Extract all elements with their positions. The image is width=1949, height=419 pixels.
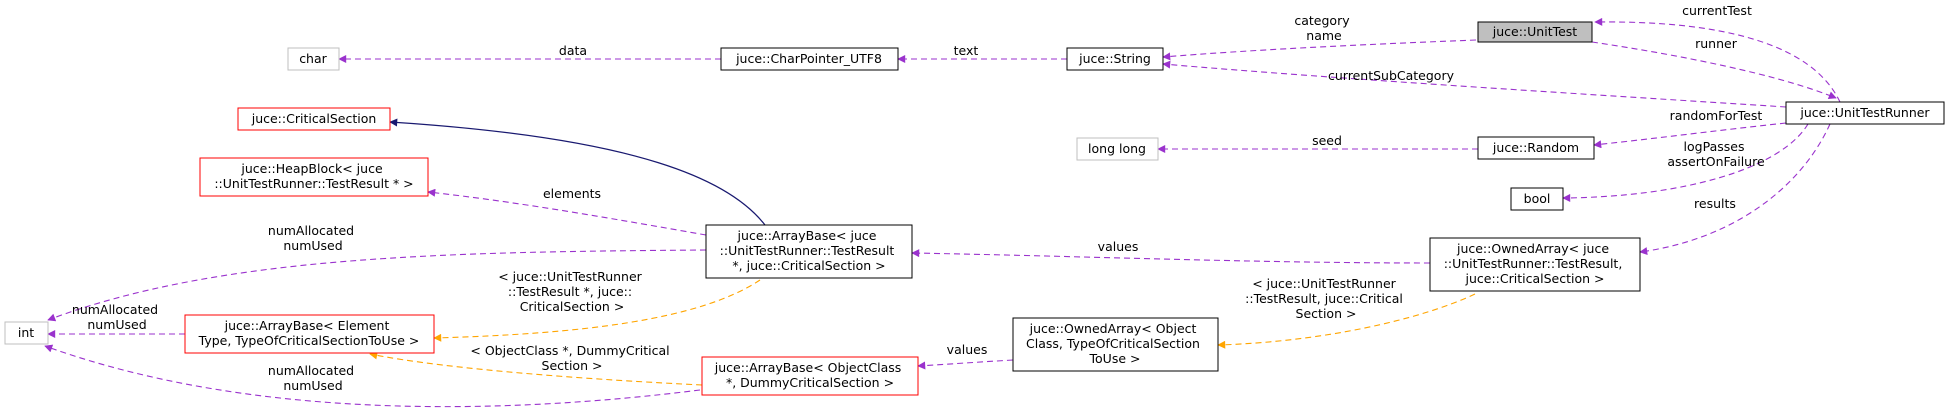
edge-label-randomfortest: randomForTest [1670, 108, 1763, 123]
edge-elements [427, 188, 707, 236]
edge-label-results: results [1694, 196, 1736, 211]
edge-label-logpasses: logPasses assertOnFailure [1667, 139, 1765, 169]
edge-label-template-arraybase-dummy: < ObjectClass *, DummyCritical Section > [470, 343, 673, 373]
svg-text:juce::UnitTest: juce::UnitTest [1492, 24, 1578, 39]
edge-label-seed: seed [1312, 133, 1342, 148]
edge-values-top [911, 249, 1431, 264]
edge-label-currentsubcategory: currentSubCategory [1328, 68, 1455, 83]
node-arraybase-testresult[interactable]: juce::ArrayBase< juce ::UnitTestRunner::… [705, 224, 913, 279]
svg-text:juce::OwnedArray< juce: juce::OwnedArray< juce ::UnitTestRunner:… [1444, 241, 1627, 286]
edge-template-ownedarray-tr [1217, 293, 1476, 349]
edge-logpasses [1562, 123, 1809, 202]
node-longlong: long long [1076, 137, 1159, 161]
edge-label-numallocated-top: numAllocated numUsed [268, 223, 358, 253]
node-heapblock[interactable]: juce::HeapBlock< juce ::UnitTestRunner::… [199, 157, 429, 197]
node-unittest[interactable]: juce::UnitTest [1477, 21, 1593, 43]
edge-currentsubcategory [1162, 60, 1787, 108]
edge-template-arraybase-tr [433, 279, 761, 342]
svg-text:juce::ArrayBase< ObjectClass: juce::ArrayBase< ObjectClass *, DummyCri… [714, 360, 906, 390]
svg-text:juce::ArrayBase< Element: juce::ArrayBase< Element Type, TypeOfCri… [198, 318, 420, 348]
edge-label-text: text [954, 43, 979, 58]
edge-results [1639, 123, 1831, 256]
node-string[interactable]: juce::String [1066, 47, 1164, 71]
svg-text:char: char [299, 51, 327, 66]
node-char: char [287, 47, 340, 71]
svg-text:juce::UnitTestRunner: juce::UnitTestRunner [1799, 105, 1930, 120]
edge-label-values-bottom: values [947, 342, 988, 357]
node-charpointer-utf8[interactable]: juce::CharPointer_UTF8 [720, 47, 899, 71]
edge-randomfortest [1593, 122, 1787, 149]
edge-label-template-ownedarray-tr: < juce::UnitTestRunner ::TestResult, juc… [1245, 276, 1407, 321]
edge-runner [1591, 41, 1837, 99]
node-int: int [4, 321, 49, 345]
edge-label-category-name: category name [1294, 13, 1353, 43]
edge-numallocated-top [47, 249, 707, 322]
svg-text:juce::ArrayBase< juce: juce::ArrayBase< juce ::UnitTestRunner::… [720, 228, 899, 273]
svg-text:long long: long long [1088, 141, 1146, 156]
edge-inherit-criticalsection [389, 118, 766, 226]
edge-label-runner: runner [1695, 36, 1738, 51]
node-arraybase-dummy[interactable]: juce::ArrayBase< ObjectClass *, DummyCri… [701, 356, 919, 396]
node-criticalsection[interactable]: juce::CriticalSection [237, 107, 391, 131]
edge-values-bottom [917, 359, 1014, 370]
node-ownedarray-testresult[interactable]: juce::OwnedArray< juce ::UnitTestRunner:… [1429, 237, 1641, 292]
node-ownedarray-generic[interactable]: juce::OwnedArray< Object Class, TypeOfCr… [1012, 317, 1219, 372]
edge-label-values-top: values [1098, 239, 1139, 254]
svg-text:int: int [18, 325, 34, 340]
svg-text:juce::HeapBlock< juce: juce::HeapBlock< juce ::UnitTestRunner::… [214, 161, 413, 191]
node-arraybase-generic[interactable]: juce::ArrayBase< Element Type, TypeOfCri… [184, 314, 435, 354]
svg-text:juce::String: juce::String [1078, 51, 1151, 66]
node-random[interactable]: juce::Random [1477, 136, 1595, 160]
edge-label-numallocated-mid: numAllocated numUsed [72, 302, 162, 332]
node-unittestrunner[interactable]: juce::UnitTestRunner [1785, 101, 1945, 125]
edge-category-name [1162, 39, 1477, 61]
edge-template-arraybase-dummy [369, 351, 703, 386]
edge-label-template-arraybase-tr: < juce::UnitTestRunner ::TestResult *, j… [498, 269, 646, 314]
svg-text:juce::CharPointer_UTF8: juce::CharPointer_UTF8 [735, 51, 882, 66]
svg-text:juce::OwnedArray< Object: juce::OwnedArray< Object Class, TypeOfCr… [1026, 321, 1204, 366]
edge-label-numallocated-bottom: numAllocated numUsed [268, 363, 358, 393]
node-bool: bool [1510, 187, 1564, 211]
svg-text:juce::CriticalSection: juce::CriticalSection [251, 111, 377, 126]
edge-label-currenttest: currentTest [1682, 3, 1752, 18]
edge-label-elements: elements [543, 186, 601, 201]
svg-text:bool: bool [1524, 191, 1551, 206]
edge-label-data: data [559, 43, 587, 58]
edge-currenttest [1594, 17, 1841, 103]
svg-text:juce::Random: juce::Random [1492, 140, 1579, 155]
